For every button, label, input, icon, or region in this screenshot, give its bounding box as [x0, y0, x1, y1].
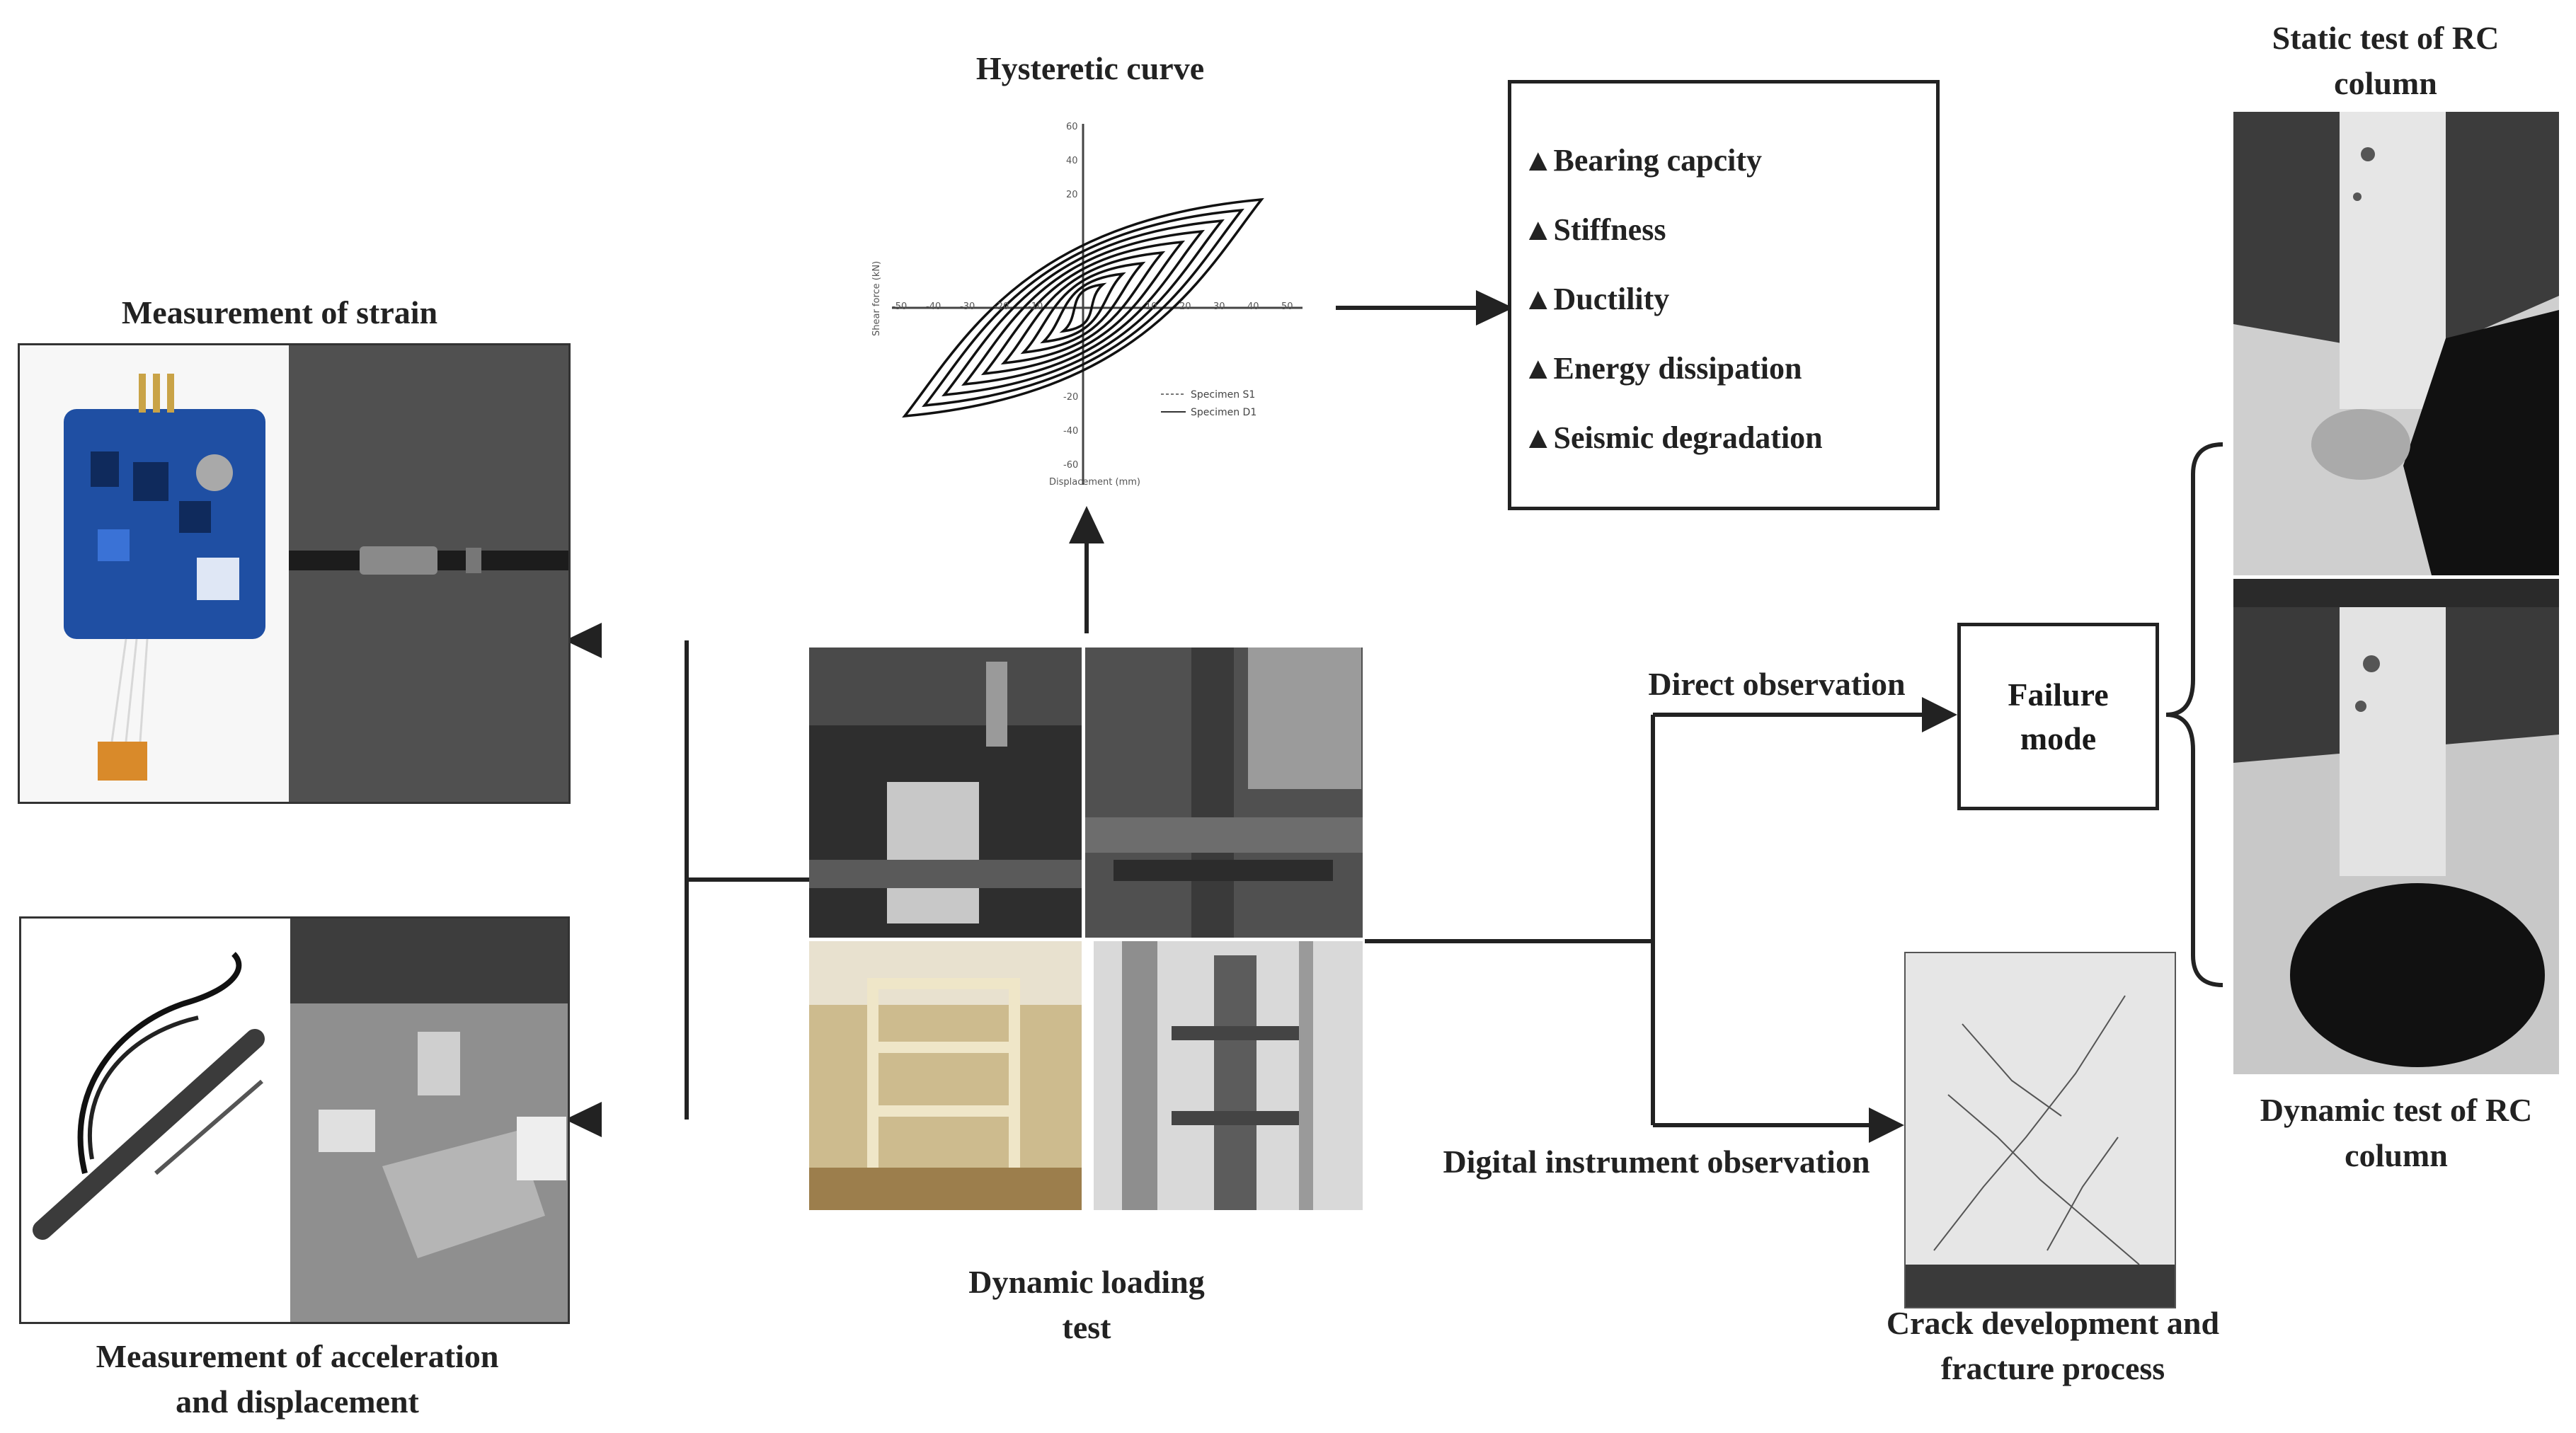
x-tick-7: 20: [1179, 301, 1191, 312]
crack-specimen-photo: [1904, 952, 2176, 1308]
hysteresis-loop: [1020, 261, 1146, 355]
x-tick-1: -50: [892, 301, 907, 312]
x-tick-3: -30: [960, 301, 975, 312]
measurement-strain-title: Measurement of strain: [121, 294, 438, 330]
legend-item-s1: Specimen S1: [1191, 389, 1255, 401]
pcb-board: [64, 409, 265, 639]
properties-box: ▲Bearing capcity ▲Stiffness ▲Ductility ▲…: [1508, 80, 1940, 510]
legend-item-d1: Specimen D1: [1191, 407, 1256, 418]
measurement-accel-title: Measurement of acceleration and displace…: [50, 1334, 545, 1425]
x-tick-6: 10: [1145, 301, 1157, 312]
plot-axes: [892, 124, 1303, 485]
dynamic-loading-line-1: Dynamic loading: [968, 1264, 1205, 1300]
property-bearing-capacity: ▲Bearing capcity: [1523, 143, 1763, 178]
static-test-photo: [2233, 112, 2559, 575]
static-test-line-2: column: [2334, 65, 2437, 101]
hysteretic-curve-title: Hysteretic curve: [975, 50, 1205, 86]
measurement-accel-line-1: Measurement of acceleration: [96, 1338, 499, 1374]
failure-mode-box: Failure mode: [1957, 623, 2159, 810]
failure-mode-line-2: mode: [2020, 720, 2097, 756]
direct-observation-label: Direct observation: [1648, 666, 1906, 702]
hysteresis-loop: [1040, 272, 1126, 344]
property-stiffness: ▲Stiffness: [1523, 212, 1666, 247]
crack-development-title: Crack development and fracture process: [1826, 1301, 2279, 1391]
arrowhead-to-hysteretic: [1069, 506, 1104, 543]
dynamic-test-title: Dynamic test of RC column: [2223, 1088, 2570, 1178]
hysteresis-loop: [941, 219, 1225, 397]
x-tick-8: 30: [1213, 301, 1225, 312]
y-tick-3: 20: [1066, 190, 1078, 200]
failure-mode-line-1: Failure: [2008, 676, 2109, 713]
measurement-accel-line-2: and displacement: [176, 1383, 419, 1420]
dynamic-loading-photo-1: [809, 648, 1082, 938]
arrowhead-to-properties: [1476, 290, 1513, 326]
dynamic-test-line-1: Dynamic test of RC: [2260, 1092, 2533, 1128]
static-test-line-1: Static test of RC: [2272, 20, 2500, 56]
static-test-title: Static test of RC column: [2216, 16, 2555, 106]
hysteresis-loop: [1000, 251, 1166, 365]
x-tick-10: 50: [1281, 301, 1293, 312]
hysteresis-loop: [1059, 282, 1107, 333]
strain-sensor-photo: [18, 343, 571, 804]
digital-observation-label: Digital instrument observation: [1443, 1144, 1870, 1180]
y-tick-4: -20: [1063, 392, 1078, 403]
y-tick-5: -40: [1063, 426, 1078, 437]
dynamic-loading-line-2: test: [1062, 1309, 1111, 1345]
y-axis-label: Shear force (kN): [871, 261, 882, 336]
arrowhead-to-crack: [1869, 1107, 1904, 1143]
x-tick-2: -40: [926, 301, 941, 312]
crack-development-line-2: fracture process: [1940, 1350, 2165, 1386]
y-tick-6: -60: [1063, 460, 1078, 471]
x-tick-5: -10: [1028, 301, 1043, 312]
y-tick-1: 60: [1066, 122, 1078, 132]
hysteresis-loops: [902, 197, 1264, 418]
hysteresis-loop: [980, 240, 1186, 376]
arrowhead-to-accel: [565, 1102, 602, 1137]
x-tick-4: -20: [994, 301, 1009, 312]
plot-legend: Specimen S1 Specimen D1: [1161, 389, 1256, 418]
arrowhead-to-strain: [565, 623, 602, 658]
dynamic-loading-photo-2: [1085, 648, 1363, 938]
x-tick-9: 40: [1247, 301, 1259, 312]
hysteresis-loop: [902, 197, 1264, 418]
accel-displacement-photo: [19, 916, 570, 1324]
dynamic-loading-photo-3: [809, 941, 1082, 1210]
arrowhead-to-failure-mode: [1922, 697, 1957, 732]
dynamic-test-line-2: column: [2345, 1137, 2448, 1173]
property-energy-dissipation: ▲Energy dissipation: [1523, 351, 1802, 386]
crack-development-line-1: Crack development and: [1886, 1305, 2220, 1341]
property-seismic-degradation: ▲Seismic degradation: [1523, 420, 1823, 455]
dynamic-loading-photo-4: [1094, 941, 1363, 1210]
dynamic-loading-title: Dynamic loading test: [910, 1260, 1264, 1350]
dynamic-test-photo: [2233, 579, 2559, 1074]
x-axis-label: Displacement (mm): [1049, 477, 1140, 488]
strain-gauge: [98, 742, 147, 781]
hysteresis-loop: [922, 208, 1244, 408]
y-tick-2: 40: [1066, 156, 1078, 166]
hysteresis-plot: Shear force (kN) Displacement (mm) -50 -…: [871, 122, 1303, 488]
lvdt-sensor: [33, 1029, 265, 1240]
property-ductility: ▲Ductility: [1523, 282, 1670, 316]
brace: [2165, 442, 2223, 987]
hysteresis-loop: [961, 229, 1206, 386]
